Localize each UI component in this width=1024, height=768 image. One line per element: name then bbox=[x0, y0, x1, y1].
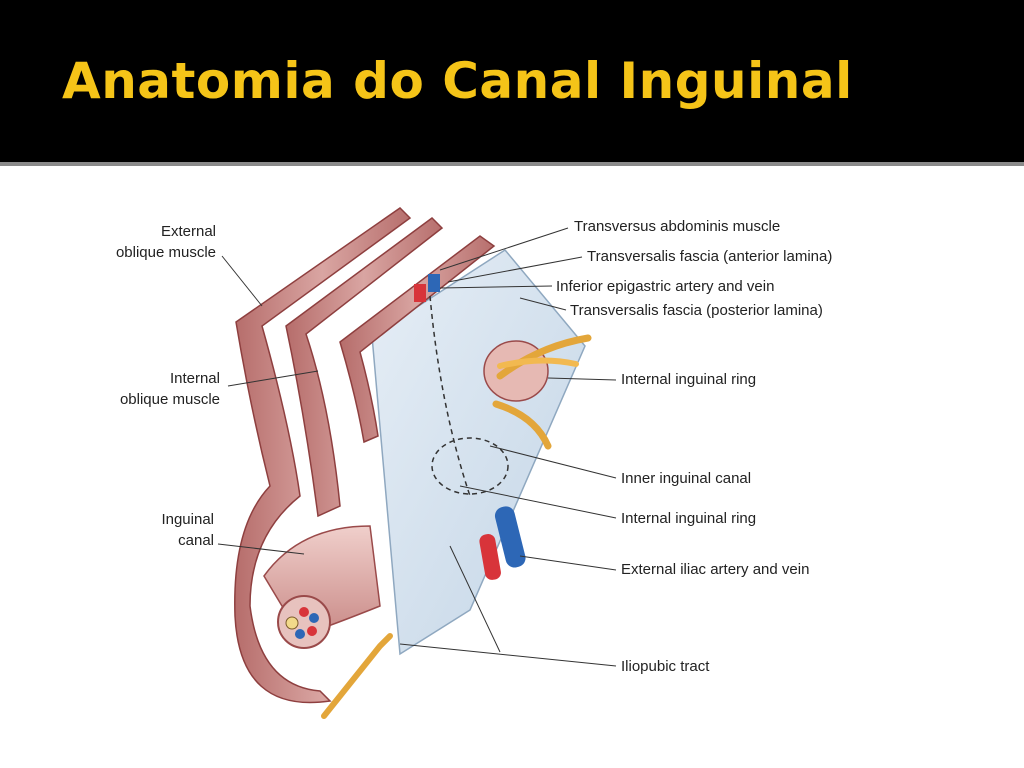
cord-nerve-dot bbox=[285, 616, 299, 630]
label-internal-oblique: Internal oblique muscle bbox=[119, 370, 220, 408]
title-divider bbox=[0, 162, 1024, 166]
label-transversalis-anterior: Transversalis fascia (anterior lamina) bbox=[587, 248, 833, 265]
cord-vein-dot bbox=[295, 629, 305, 639]
cord-artery-dot bbox=[299, 607, 309, 617]
leader-external-iliac bbox=[519, 555, 617, 571]
leader-internal-oblique bbox=[227, 370, 319, 387]
spermatic-cord-section bbox=[277, 595, 331, 649]
epigastric-course-dashed bbox=[429, 295, 471, 497]
ilioinguinal-nerve bbox=[496, 334, 592, 380]
inner-canal-dashed bbox=[431, 437, 509, 495]
external-iliac-artery bbox=[479, 534, 501, 580]
label-external-iliac: External iliac artery and vein bbox=[621, 561, 810, 578]
label-external-oblique: External oblique muscle bbox=[115, 223, 216, 261]
leader-inguinal-canal bbox=[217, 543, 305, 555]
leader-internal-ring-lower bbox=[459, 485, 617, 519]
leader-iliopubic-2 bbox=[449, 545, 501, 653]
inferior-epigastric-vein bbox=[428, 274, 440, 292]
cord-vein-dot bbox=[309, 613, 319, 623]
external-iliac-vein bbox=[494, 506, 526, 568]
inferior-epigastric-artery bbox=[414, 284, 426, 302]
transversus-abdominis-muscle bbox=[339, 235, 496, 444]
genital-nerve bbox=[492, 400, 552, 450]
label-internal-ring-upper: Internal inguinal ring bbox=[621, 371, 757, 388]
label-iliopubic-tract: Iliopubic tract bbox=[621, 658, 710, 675]
inguinal-canal-illustration bbox=[217, 207, 617, 719]
internal-oblique-muscle bbox=[285, 217, 444, 518]
label-inferior-epigastric: Inferior epigastric artery and vein bbox=[556, 278, 775, 295]
slide-title: Anatomia do Canal Inguinal bbox=[62, 52, 853, 110]
label-internal-ring-lower: Internal inguinal ring bbox=[621, 510, 757, 527]
label-transversus-abdominis: Transversus abdominis muscle bbox=[574, 218, 781, 235]
leader-external-oblique bbox=[221, 255, 263, 307]
cord-artery-dot bbox=[307, 626, 317, 636]
leader-epigastric bbox=[439, 285, 553, 289]
leader-inner-canal bbox=[489, 445, 617, 479]
leader-internal-ring-upper bbox=[547, 377, 617, 381]
leader-iliopubic bbox=[399, 643, 617, 667]
spermatic-cord-nerve bbox=[497, 357, 579, 369]
label-inner-canal: Inner inguinal canal bbox=[621, 470, 752, 487]
slide-content: External oblique muscle Internal oblique… bbox=[0, 166, 1024, 768]
label-inguinal-canal: Inguinal canal bbox=[161, 511, 214, 549]
leader-transversus bbox=[439, 227, 569, 271]
label-transversalis-posterior: Transversalis fascia (posterior lamina) bbox=[570, 302, 823, 319]
external-oblique-muscle bbox=[234, 207, 412, 704]
leader-transversalis-posterior bbox=[519, 297, 567, 311]
ilioinguinal-nerve-lower bbox=[321, 633, 393, 719]
leader-transversalis-anterior bbox=[447, 256, 583, 283]
title-bar: Anatomia do Canal Inguinal bbox=[0, 0, 1024, 160]
